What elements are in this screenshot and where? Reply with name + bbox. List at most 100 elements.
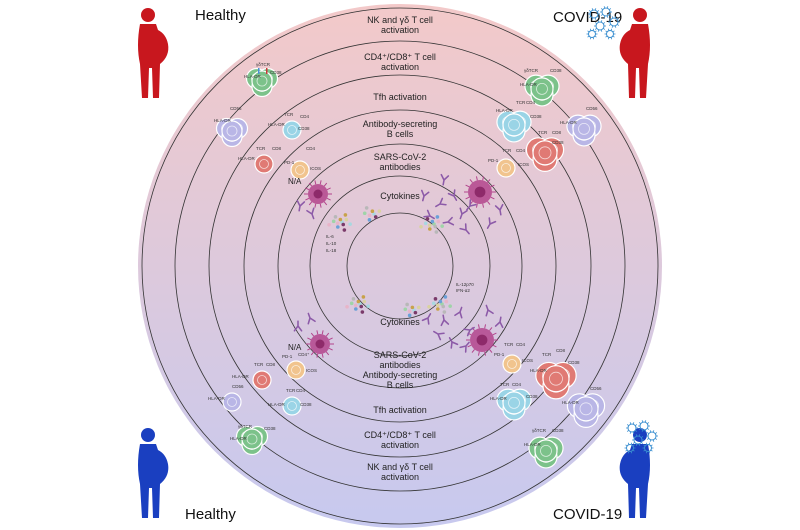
ring-label-top: B cells: [387, 129, 414, 139]
healthy-pregnant-icon-top: [138, 8, 169, 98]
virus-particle: [588, 30, 596, 38]
antibody-icon: [421, 313, 432, 325]
surface-marker-label: CD38: [270, 70, 282, 75]
ring-label-top: activation: [381, 62, 419, 72]
cytokine-list-left: IL-6 IL-10 IL-18: [326, 234, 337, 253]
cytokine-dot: [345, 304, 349, 309]
surface-marker-label: CD38: [298, 126, 310, 131]
surface-marker-label: CD38: [552, 140, 564, 145]
antibody-icon: [442, 216, 455, 226]
corner-label-bottom-left: Healthy: [185, 506, 236, 523]
antibody-secreting-b-cell: [466, 324, 498, 356]
cytokine-dot: [440, 224, 444, 228]
ring-label-top: activation: [381, 25, 419, 35]
gamma-delta-t-cell: [528, 436, 564, 469]
antibody-icon: [423, 209, 435, 220]
ring-line: [346, 212, 454, 320]
surface-marker-label: CD56: [232, 384, 244, 389]
cytokine-dot: [436, 307, 440, 311]
ring-label-top: Antibody-secreting: [363, 119, 438, 129]
surface-marker-label: HLA-DR: [524, 442, 542, 447]
surface-marker-label: ICOS: [306, 368, 317, 373]
antibody-icon: [433, 330, 445, 341]
surface-marker-label: CD38: [300, 402, 312, 407]
cytokine-dot: [333, 215, 338, 219]
antibody-icon: [306, 207, 315, 220]
cytokine-dot: [433, 297, 438, 301]
surface-marker-label: TCR: [286, 388, 296, 393]
surface-marker-label: HLA-DR: [562, 400, 580, 405]
ring-line: [309, 175, 491, 357]
tfh-cell: [502, 354, 522, 374]
ring-line: [174, 40, 626, 492]
virus-particle: [647, 431, 657, 441]
ring-label-bottom: antibodies: [379, 360, 421, 370]
cytokine-dot: [377, 209, 382, 213]
gamma-delta-t-cell: [235, 425, 269, 456]
cytokine-dot: [362, 211, 367, 216]
surface-marker-label: HLA-DR: [208, 396, 226, 401]
surface-marker-label: CD8: [272, 146, 281, 151]
cytokine-dot: [427, 304, 431, 309]
cytokine-dot: [435, 215, 440, 219]
cd4-t-cell: [496, 388, 532, 421]
cytokine-dot: [431, 301, 436, 306]
cd8-t-cell: [525, 137, 565, 172]
virus-particle: [626, 444, 634, 452]
surface-marker-label: HLA-DR: [268, 402, 286, 407]
surface-marker-label: HLA-DR: [268, 122, 286, 127]
surface-marker-label: HLA-DR: [490, 396, 508, 401]
ring-line: [243, 109, 557, 423]
cytokine-dot: [430, 219, 435, 224]
surface-marker-label: CD4⁺: [298, 352, 310, 357]
ring-label-top: Cytokines: [380, 191, 420, 201]
surface-marker-label: ICOS: [310, 166, 321, 171]
ring-label-top: CD4⁺/CD8⁺ T cell: [364, 52, 436, 62]
cytokine-label: IL-18: [326, 248, 337, 253]
ring-label-bottom: activation: [381, 472, 419, 482]
virus-particle: [601, 7, 611, 17]
tfh-cell: [290, 160, 310, 180]
surface-marker-label: CD38: [552, 428, 564, 433]
healthy-pregnant-icon-bottom: [138, 428, 169, 518]
virus-particle: [627, 423, 637, 433]
surface-marker-label: ICOS: [518, 162, 529, 167]
antibody-secreting-b-cell: [304, 180, 332, 208]
surface-marker-label: HLA-DR: [520, 82, 538, 87]
surface-marker-label: HLA-DR: [238, 156, 256, 161]
corner-label-bottom-right: COVID-19: [553, 506, 623, 523]
surface-marker-label: CD4: [526, 100, 535, 105]
surface-marker-label: γδTCR: [238, 424, 253, 429]
cytokine-dot: [403, 307, 408, 312]
cytokine-dot: [362, 299, 367, 304]
surface-marker-label: PD-1: [494, 352, 505, 357]
cytokine-dot: [366, 304, 370, 308]
cd8-t-cell: [535, 361, 577, 400]
cytokine-dot: [336, 225, 340, 229]
ring-label-bottom: Tfh activation: [373, 405, 427, 415]
ring-label-bottom: B cells: [387, 380, 414, 390]
surface-marker-label: PD-1: [284, 160, 295, 165]
cytokine-dot: [448, 304, 452, 308]
gamma-delta-t-cell: [524, 74, 560, 107]
nk-cell: [566, 114, 602, 147]
virus-particle: [609, 17, 619, 27]
cytokine-dot: [353, 303, 358, 308]
ring-label-top: antibodies: [379, 162, 421, 172]
cytokine-dot: [373, 215, 378, 219]
antibody-secreting-b-cell: [464, 176, 496, 208]
cytokine-list-right: IL-12p70 IFN-α2: [456, 282, 474, 293]
antibody-icon: [448, 337, 459, 349]
cytokine-dot: [343, 213, 348, 217]
cytokine-dot: [427, 223, 432, 228]
surface-marker-label: PD-1: [282, 354, 293, 359]
cytokine-dot: [435, 303, 440, 308]
corner-label-top-left: Healthy: [195, 7, 246, 24]
antibody-secreting-b-cell: [306, 330, 334, 358]
virus-particle: [589, 9, 599, 19]
surface-marker-label: TCR: [254, 362, 264, 367]
antibody-icon: [459, 223, 470, 235]
surface-marker-label: TCR: [256, 146, 266, 151]
